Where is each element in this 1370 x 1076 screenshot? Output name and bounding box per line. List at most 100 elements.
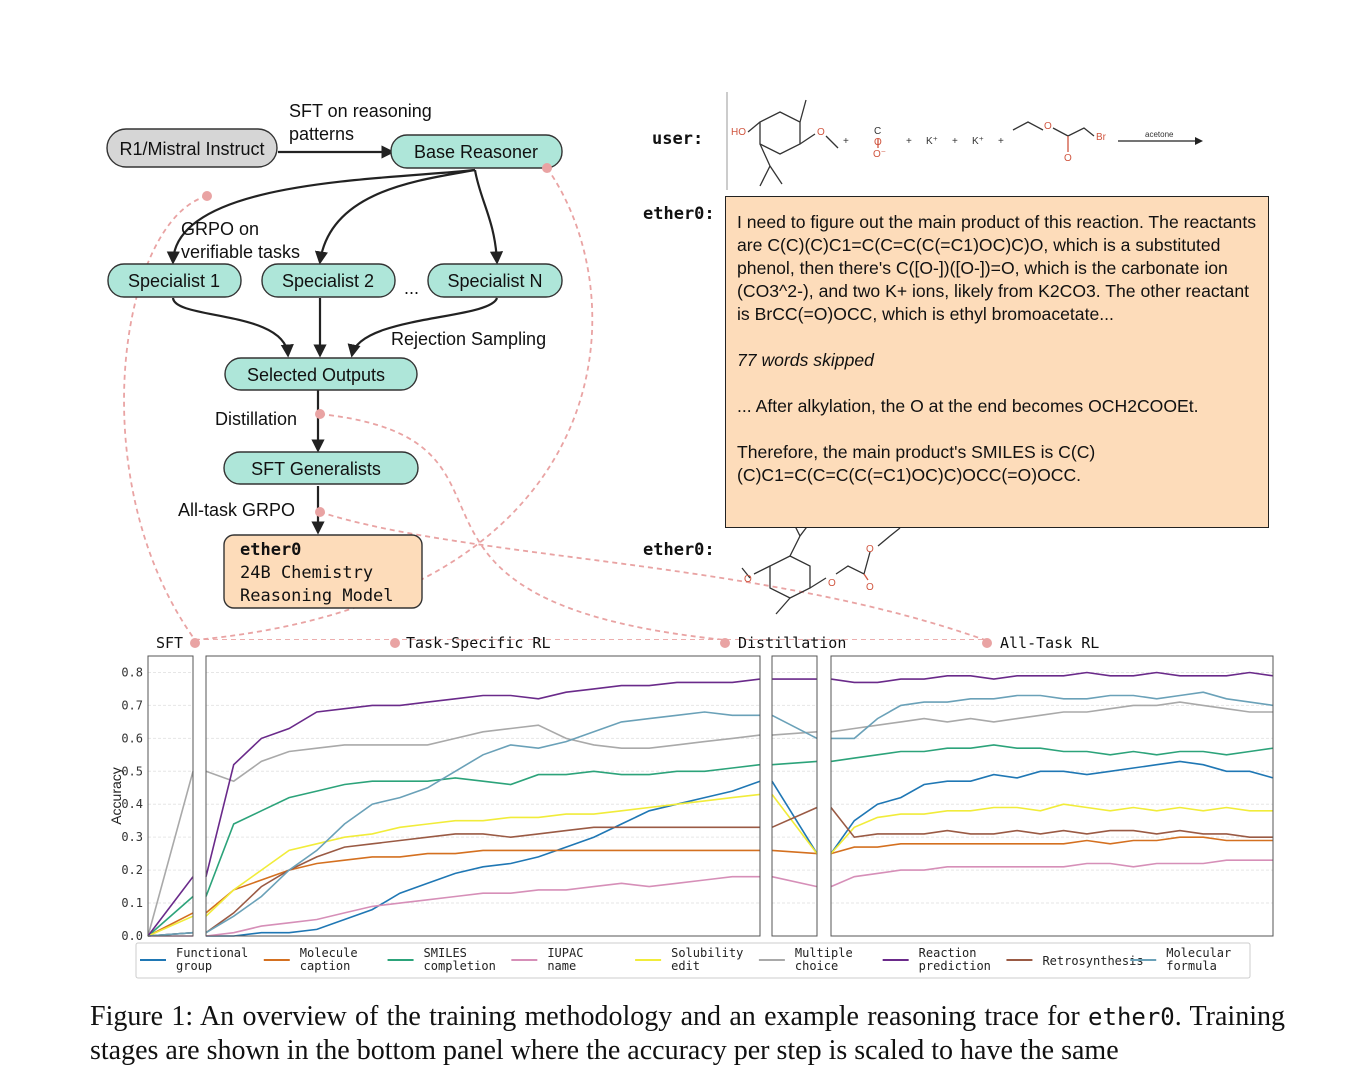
reaction-arrow-head [1195, 137, 1203, 145]
series-line [771, 760, 818, 766]
arrow-specialist-1-to-selected [171, 297, 294, 358]
r1-mistral-node: R1/Mistral Instruct [106, 128, 278, 168]
plus-2: + [906, 136, 912, 147]
connector-dots [202, 163, 552, 517]
legend-label: name [547, 959, 576, 973]
atom-ho: HO [731, 127, 746, 138]
bond [789, 535, 801, 557]
caption-prefix: Figure 1: An overview of the training me… [90, 1001, 1089, 1032]
bond [809, 577, 827, 589]
reasoning-trace-box: I need to figure out the main product of… [725, 196, 1269, 528]
specialist-2-label: Specialist 2 [282, 271, 374, 291]
legend-label: Reaction [919, 946, 977, 960]
stage-label-task-specific-rl: Task-Specific RL [406, 634, 551, 652]
bond [753, 565, 771, 575]
stage-labels: SFT Task-Specific RL Distillation All-Ta… [156, 634, 1099, 652]
stage-dot [190, 638, 200, 648]
y-tick-label: 0.3 [121, 830, 143, 844]
trace-skipped-note: 77 words skipped [737, 350, 874, 370]
chain [877, 527, 901, 547]
legend-label: Molecular [1166, 946, 1231, 960]
legend-label: Functional [176, 946, 248, 960]
y-tick-label: 0.4 [121, 797, 143, 811]
all-task-grpo-label: All-task GRPO [178, 500, 295, 520]
y-tick-label: 0.8 [121, 665, 143, 679]
y-tick-label: 0.0 [121, 929, 143, 943]
connector-dot [315, 507, 325, 517]
legend-label: caption [300, 959, 351, 973]
stage-label-all-task-rl: All-Task RL [1000, 634, 1099, 652]
y-tick-label: 0.1 [121, 896, 143, 910]
series-line [205, 875, 760, 937]
legend-label: edit [671, 959, 700, 973]
panel-frame [830, 655, 1274, 937]
stage-dots [190, 638, 992, 648]
legend-label: choice [795, 959, 838, 973]
series-line [205, 678, 761, 877]
sft-reasoning-label-2: patterns [289, 124, 354, 144]
atom-o: O [828, 578, 836, 589]
series-line [205, 849, 760, 914]
bond [775, 597, 791, 615]
figure-caption: Figure 1: An overview of the training me… [90, 1000, 1285, 1067]
assistant-label: ether0: [643, 204, 715, 224]
arrow-specialist-n-to-selected [347, 297, 499, 358]
atom-o-4: O [1064, 153, 1072, 164]
y-tick-label: 0.5 [121, 764, 143, 778]
panel-frame [771, 655, 818, 937]
stage-dot [982, 638, 992, 648]
chain [1052, 127, 1095, 137]
series-line [205, 763, 761, 897]
atom-o-3: O [1044, 121, 1052, 132]
specialist-ellipsis: ... [404, 278, 419, 298]
stage-dot [720, 638, 730, 648]
legend-frame [135, 942, 1251, 979]
legend-label: Retrosynthesis [1042, 954, 1143, 968]
reaction-atom-labels: HO O C O O⁻ O O Br K⁺ K⁺ + + + + acetone [731, 121, 1174, 164]
series-line [771, 731, 818, 736]
model-line-2: 24B Chemistry [240, 563, 373, 583]
series-line [771, 875, 818, 888]
specialist-n-node: Specialist N [427, 263, 563, 298]
specialist-2-node: Specialist 2 [261, 263, 396, 298]
specialist-n-label: Specialist N [447, 271, 542, 291]
caption-suffix: . Training stages are shown in the botto… [90, 1001, 1285, 1066]
series-line [831, 691, 1274, 740]
product-atom-labels: O O O O [744, 544, 874, 593]
model-line-3: Reasoning Model [240, 586, 394, 606]
ether0-model-node: ether0 24B Chemistry Reasoning Model [223, 534, 423, 609]
trace-paragraph-3: ... After alkylation, the O at the end b… [737, 396, 1199, 416]
stage-label-distillation: Distillation [738, 634, 846, 652]
atom-k-2: K⁺ [972, 136, 984, 147]
series-line [147, 915, 194, 937]
trace-paragraph-4: Therefore, the main product's SMILES is … [737, 442, 1096, 485]
legend-label: IUPAC [547, 946, 583, 960]
plus-4: + [998, 136, 1004, 147]
panel-frames [147, 655, 1274, 937]
panel-frame [147, 655, 194, 937]
legend-label: Multiple [795, 946, 853, 960]
trace-paragraph-1: I need to figure out the main product of… [737, 212, 1256, 324]
stage-label-sft: SFT [156, 634, 183, 652]
base-reasoner-label: Base Reasoner [414, 142, 538, 162]
chart-series [147, 671, 1274, 937]
legend-label: group [176, 959, 212, 973]
series-line [147, 895, 194, 937]
grpo-label: GRPO on [181, 219, 259, 239]
series-line [147, 931, 194, 937]
arrow-base-to-specialist-n [473, 169, 504, 265]
bond [799, 99, 807, 123]
phenol-ring [759, 111, 801, 155]
legend-label: Solubility [671, 946, 743, 960]
connector-dot [542, 163, 552, 173]
arrow-base-to-specialist-2 [314, 168, 476, 265]
atom-o: O [817, 127, 825, 138]
r1-mistral-label: R1/Mistral Instruct [119, 139, 264, 159]
bond [759, 165, 771, 187]
specialist-1-node: Specialist 1 [107, 263, 242, 298]
arrow-base-to-specialist-1 [166, 168, 476, 265]
stage-dot [390, 638, 400, 648]
legend-label: prediction [919, 959, 991, 973]
atom-o-minus: O⁻ [873, 149, 886, 160]
training-flow-diagram: R1/Mistral Instruct SFT on reasoning pat… [106, 92, 1203, 640]
